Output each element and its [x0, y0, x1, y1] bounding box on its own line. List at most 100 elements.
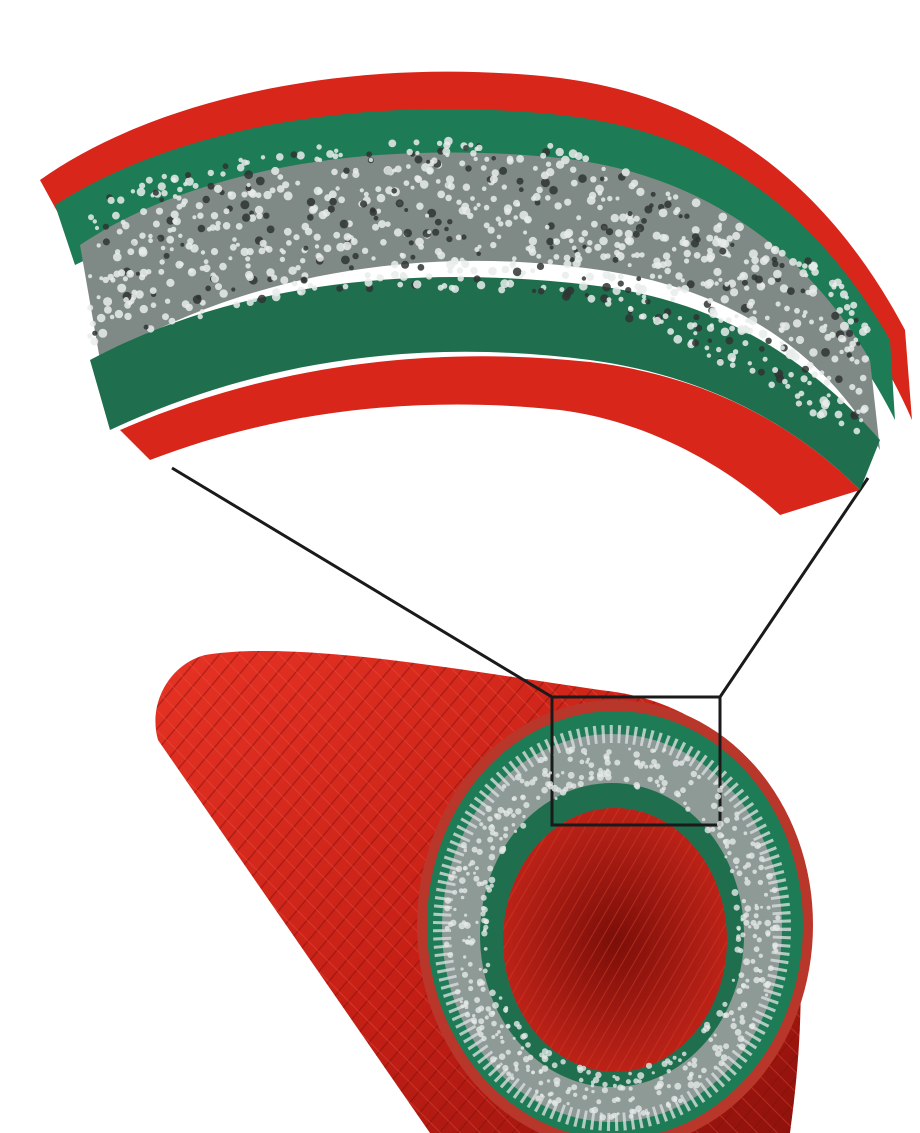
atom-speckle	[388, 140, 396, 148]
atom-speckle	[445, 897, 452, 904]
atom-speckle	[765, 993, 768, 996]
atom-speckle	[579, 1078, 584, 1083]
atom-speckle	[271, 167, 279, 175]
atom-speckle	[416, 203, 423, 210]
atom-speckle	[436, 179, 441, 184]
atom-speckle	[637, 1072, 644, 1079]
atom-speckle	[765, 982, 769, 986]
atom-speckle	[241, 248, 249, 256]
atom-speckle	[117, 229, 123, 235]
atom-speckle	[336, 285, 343, 292]
atom-speckle	[277, 174, 283, 180]
atom-speckle	[634, 252, 640, 258]
atom-speckle	[555, 773, 559, 777]
atom-speckle	[667, 328, 674, 335]
atom-speckle	[444, 227, 449, 232]
atom-speckle	[555, 797, 558, 800]
atom-speckle	[491, 196, 497, 202]
atom-speckle	[658, 275, 662, 279]
atom-speckle	[708, 338, 713, 343]
atom-speckle	[649, 764, 653, 768]
atom-speckle	[748, 361, 752, 365]
atom-speckle	[489, 877, 496, 884]
atom-speckle	[140, 208, 147, 215]
atom-speckle	[309, 206, 317, 214]
atom-speckle	[849, 384, 855, 390]
atom-speckle	[556, 148, 564, 156]
atom-speckle	[735, 866, 738, 869]
atom-speckle	[503, 1007, 508, 1012]
atom-speckle	[839, 350, 843, 354]
atom-speckle	[588, 762, 594, 768]
atom-speckle	[817, 411, 825, 419]
atom-speckle	[136, 272, 140, 276]
atom-speckle	[861, 405, 869, 413]
atom-speckle	[753, 934, 758, 939]
atom-speckle	[164, 253, 170, 259]
atom-speckle	[654, 1085, 659, 1090]
atom-speckle	[159, 259, 164, 264]
atom-speckle	[622, 168, 630, 176]
atom-speckle	[639, 314, 644, 319]
atom-speckle	[568, 772, 575, 779]
atom-speckle	[352, 253, 358, 259]
atom-speckle	[545, 225, 550, 230]
atom-speckle	[247, 299, 254, 306]
atom-speckle	[739, 972, 745, 978]
atom-speckle	[179, 262, 184, 267]
atom-speckle	[694, 252, 701, 259]
atom-speckle	[281, 250, 286, 255]
atom-speckle	[90, 321, 96, 327]
atom-speckle	[666, 284, 672, 290]
atom-speckle	[507, 156, 514, 163]
atom-speckle	[721, 328, 730, 337]
atom-speckle	[552, 1062, 558, 1068]
atom-speckle	[185, 172, 191, 178]
atom-speckle	[180, 243, 184, 247]
atom-speckle	[601, 167, 605, 171]
atom-speckle	[745, 877, 749, 881]
atom-speckle	[772, 261, 778, 267]
atom-speckle	[644, 206, 652, 214]
atom-speckle	[667, 1084, 671, 1088]
atom-speckle	[529, 779, 535, 785]
atom-speckle	[87, 333, 92, 338]
atom-speckle	[297, 287, 306, 296]
atom-speckle	[193, 183, 199, 189]
atom-speckle	[716, 347, 721, 352]
atom-speckle	[128, 270, 133, 275]
atom-speckle	[502, 266, 510, 274]
atom-speckle	[385, 221, 391, 227]
atom-speckle	[123, 297, 129, 303]
atom-speckle	[463, 145, 469, 151]
atom-speckle	[201, 250, 205, 254]
atom-speckle	[682, 1052, 687, 1057]
atom-speckle	[604, 756, 607, 759]
atom-speckle	[171, 227, 176, 232]
atom-speckle	[742, 340, 748, 346]
atom-speckle	[856, 388, 863, 395]
atom-speckle	[548, 1100, 552, 1104]
atom-speckle	[618, 281, 624, 287]
atom-speckle	[437, 141, 442, 146]
atom-speckle	[477, 849, 483, 855]
atom-speckle	[554, 202, 561, 209]
atom-speckle	[736, 937, 741, 942]
atom-speckle	[481, 918, 487, 924]
atom-speckle	[528, 1055, 534, 1061]
atom-speckle	[759, 346, 765, 352]
atom-speckle	[415, 151, 419, 155]
atom-speckle	[664, 268, 671, 275]
atom-speckle	[668, 1061, 673, 1066]
atom-speckle	[546, 773, 550, 777]
atom-speckle	[655, 262, 662, 269]
atom-speckle	[688, 1081, 695, 1088]
atom-speckle	[459, 888, 464, 893]
atom-speckle	[97, 295, 101, 299]
atom-speckle	[715, 781, 719, 785]
atom-speckle	[267, 226, 275, 234]
atom-speckle	[735, 1029, 742, 1036]
atom-speckle	[567, 1102, 570, 1105]
atom-speckle	[636, 188, 644, 196]
atom-speckle	[828, 292, 833, 297]
